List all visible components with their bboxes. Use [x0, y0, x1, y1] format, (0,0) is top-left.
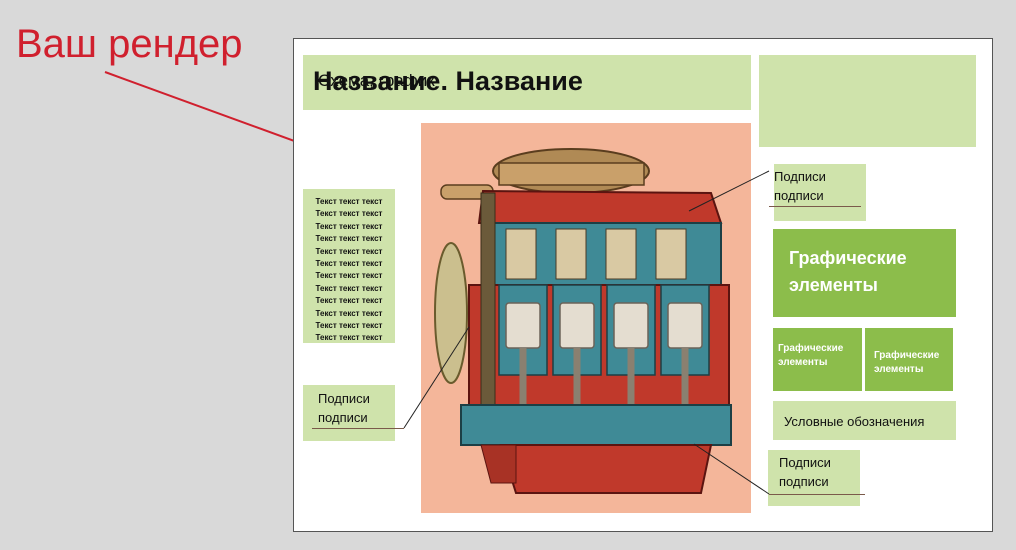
text-line: Текст текст текст — [315, 246, 383, 256]
legend-label: Условные обозначения — [784, 414, 925, 429]
title-box — [303, 55, 751, 110]
engine-cutaway-illustration — [434, 148, 732, 494]
legend-box — [773, 401, 956, 440]
page-title: Название. Название — [313, 66, 583, 96]
text-line: Текст текст текст — [315, 271, 383, 281]
graphic-elements-large-label: Графические элементы — [789, 248, 907, 295]
graphic-elements-small-2-label: Графические элементы — [874, 350, 940, 375]
text-line: Текст текст текст — [315, 333, 383, 343]
text-line: Текст текст текст — [315, 283, 383, 293]
caption-underline-left — [312, 428, 404, 429]
caption-top-right: Подписи подписи — [774, 169, 826, 203]
caption-underline-bottom-right — [769, 494, 865, 495]
caption-box-bottom-right — [768, 450, 860, 506]
scheme-label: Схема, график — [318, 71, 435, 90]
graphic-elements-small-1 — [773, 328, 862, 391]
text-block — [303, 189, 395, 343]
text-line: Текст текст текст — [315, 259, 383, 269]
graphic-elements-large — [773, 229, 956, 317]
caption-box-top-right — [774, 164, 866, 221]
text-line: Текст текст текст — [315, 221, 383, 231]
caption-bottom-right: Подписи подписи — [779, 455, 831, 489]
graphic-elements-small-1-label: Графические элементы — [778, 343, 844, 368]
text-line: Текст текст текст — [315, 234, 383, 244]
scheme-box — [759, 55, 976, 147]
text-line: Текст текст текст — [315, 209, 383, 219]
text-line: Текст текст текст — [315, 197, 383, 206]
caption-underline-top-right — [769, 206, 861, 207]
layout-sheet: Название. Название Схема, график Текст т… — [293, 38, 993, 532]
text-lines: Текст текст текст Текст текст текст Текс… — [303, 196, 395, 345]
caption-left: Подписи подписи — [318, 391, 370, 425]
graphic-elements-small-2 — [865, 328, 953, 391]
text-line: Текст текст текст — [315, 321, 383, 331]
caption-box-left — [303, 385, 395, 441]
leader-lines — [403, 170, 770, 495]
text-line: Текст текст текст — [315, 308, 383, 318]
callout-title: Ваш рендер — [16, 22, 243, 66]
text-line: Текст текст текст — [315, 296, 383, 306]
